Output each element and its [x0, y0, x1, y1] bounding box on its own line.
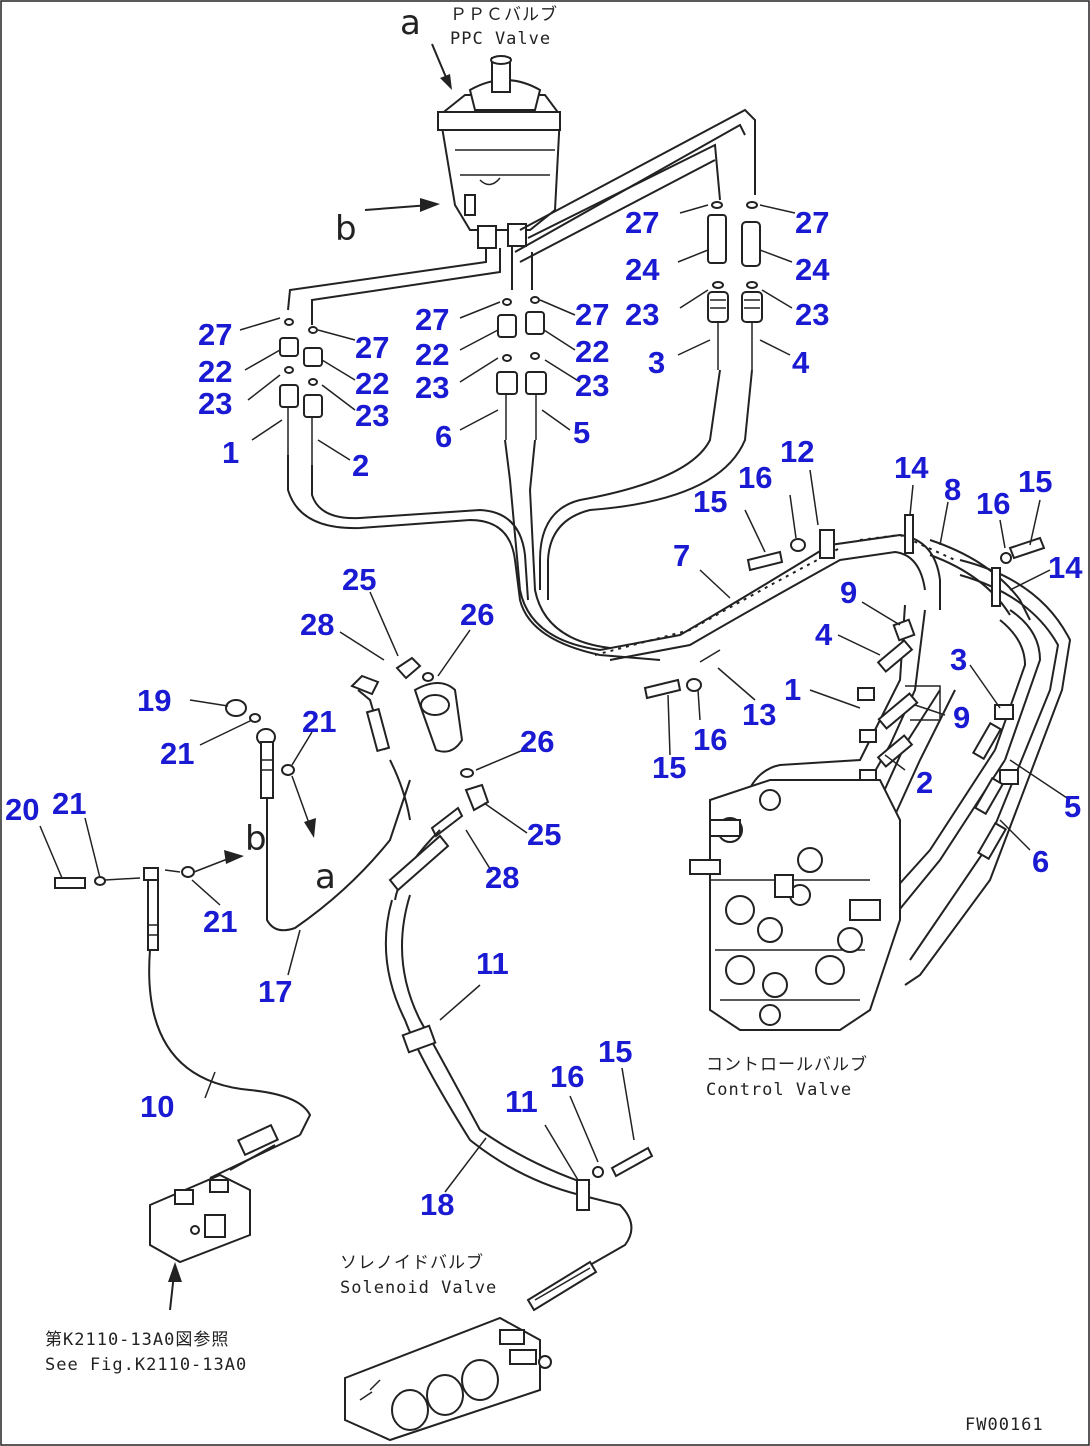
callout-18: 18: [420, 1187, 454, 1222]
control-valve-label-en: Control Valve: [706, 1080, 852, 1100]
callout-27: 27: [355, 330, 389, 365]
view-letter-b-top: b: [335, 209, 357, 249]
callout-27: 27: [198, 317, 232, 352]
callout-17: 17: [258, 974, 292, 1009]
solenoid-valve: [344, 1316, 552, 1442]
callout-21: 21: [52, 786, 86, 821]
callout-9: 9: [840, 575, 857, 610]
callout-27: 27: [415, 302, 449, 337]
reference-label-en: See Fig.K2110-13A0: [45, 1355, 247, 1375]
callout-11: 11: [476, 946, 509, 981]
solenoid-valve-label-jp: ソレノイドバルブ: [340, 1252, 484, 1273]
callout-21: 21: [203, 904, 237, 939]
view-letter-b-bottom: b: [245, 819, 267, 859]
view-letter-a-top: a: [400, 3, 421, 43]
callout-8: 8: [944, 472, 961, 507]
ppc-valve-label-en: PPC Valve: [450, 29, 551, 49]
callout-15: 15: [693, 484, 727, 519]
callout-15: 15: [1018, 464, 1052, 499]
pressure-switch-assembly: [54, 674, 411, 1311]
callout-21: 21: [302, 704, 336, 739]
callout-4: 4: [792, 345, 810, 380]
callout-12: 12: [780, 434, 814, 469]
callout-27: 27: [575, 297, 609, 332]
control-valve-label-jp: コントロールバルブ: [706, 1054, 868, 1075]
callout-25: 25: [342, 562, 376, 597]
callout-23: 23: [575, 368, 609, 403]
callout-25: 25: [527, 817, 561, 852]
solenoid-valve-label-en: Solenoid Valve: [340, 1278, 497, 1298]
callout-24: 24: [625, 252, 660, 287]
callout-16: 16: [976, 486, 1010, 521]
callout-26: 26: [520, 724, 554, 759]
callout-28: 28: [300, 607, 334, 642]
callout-22: 22: [355, 366, 389, 401]
callout-6: 6: [1032, 844, 1049, 879]
view-arrows-top: [364, 43, 452, 212]
fittings-control-side: [857, 618, 1019, 861]
fittings-ppc: [279, 201, 763, 465]
callout-20: 20: [5, 792, 39, 827]
callout-13: 13: [742, 697, 776, 732]
callout-16: 16: [693, 722, 727, 757]
callout-22: 22: [198, 354, 232, 389]
control-valve: [689, 779, 901, 1031]
callout-5: 5: [1064, 789, 1081, 824]
callout-23: 23: [795, 297, 829, 332]
callout-1: 1: [784, 672, 801, 707]
callout-14: 14: [894, 450, 929, 485]
spiral-guards: [594, 514, 1001, 663]
callout-27: 27: [625, 205, 659, 240]
callout-15: 15: [598, 1034, 632, 1069]
callout-15: 15: [652, 750, 686, 785]
callout-23: 23: [625, 297, 659, 332]
callout-23: 23: [415, 370, 449, 405]
callout-19: 19: [137, 683, 171, 718]
callout-9: 9: [953, 700, 970, 735]
ppc-valve: [437, 55, 562, 249]
callout-26: 26: [460, 597, 494, 632]
callout-28: 28: [485, 860, 519, 895]
callout-2: 2: [352, 448, 369, 483]
drawing-code: FW00161: [965, 1415, 1044, 1435]
callout-16: 16: [738, 460, 772, 495]
callout-22: 22: [415, 337, 449, 372]
ppc-valve-label-jp: ＰＰＣバルブ: [450, 4, 558, 25]
callout-14: 14: [1048, 550, 1083, 585]
callout-1: 1: [222, 435, 239, 470]
leader-lines: [39, 204, 1071, 1193]
callout-16: 16: [550, 1059, 584, 1094]
callout-22: 22: [575, 334, 609, 369]
bolts-washers: [592, 536, 1046, 1178]
callout-7: 7: [673, 538, 690, 573]
callout-6: 6: [435, 419, 452, 454]
callout-5: 5: [573, 415, 590, 450]
callout-21: 21: [160, 736, 194, 771]
view-letter-a-bottom: a: [315, 857, 336, 897]
reference-label-jp: 第K2110-13A0図参照: [45, 1330, 229, 1350]
callout-4: 4: [815, 617, 833, 652]
callout-23: 23: [355, 398, 389, 433]
callout-3: 3: [950, 642, 967, 677]
callout-27: 27: [795, 205, 829, 240]
callout-numbers: 27 24 23 3 27 24 23 4 27 22 23 1 27 22 2…: [5, 205, 1083, 1222]
switch-and-hose-18: [384, 656, 633, 1312]
callout-3: 3: [648, 345, 665, 380]
callout-23: 23: [198, 386, 232, 421]
callout-24: 24: [795, 252, 830, 287]
callout-10: 10: [140, 1089, 174, 1124]
callout-11: 11: [505, 1084, 538, 1119]
callout-2: 2: [916, 765, 933, 800]
